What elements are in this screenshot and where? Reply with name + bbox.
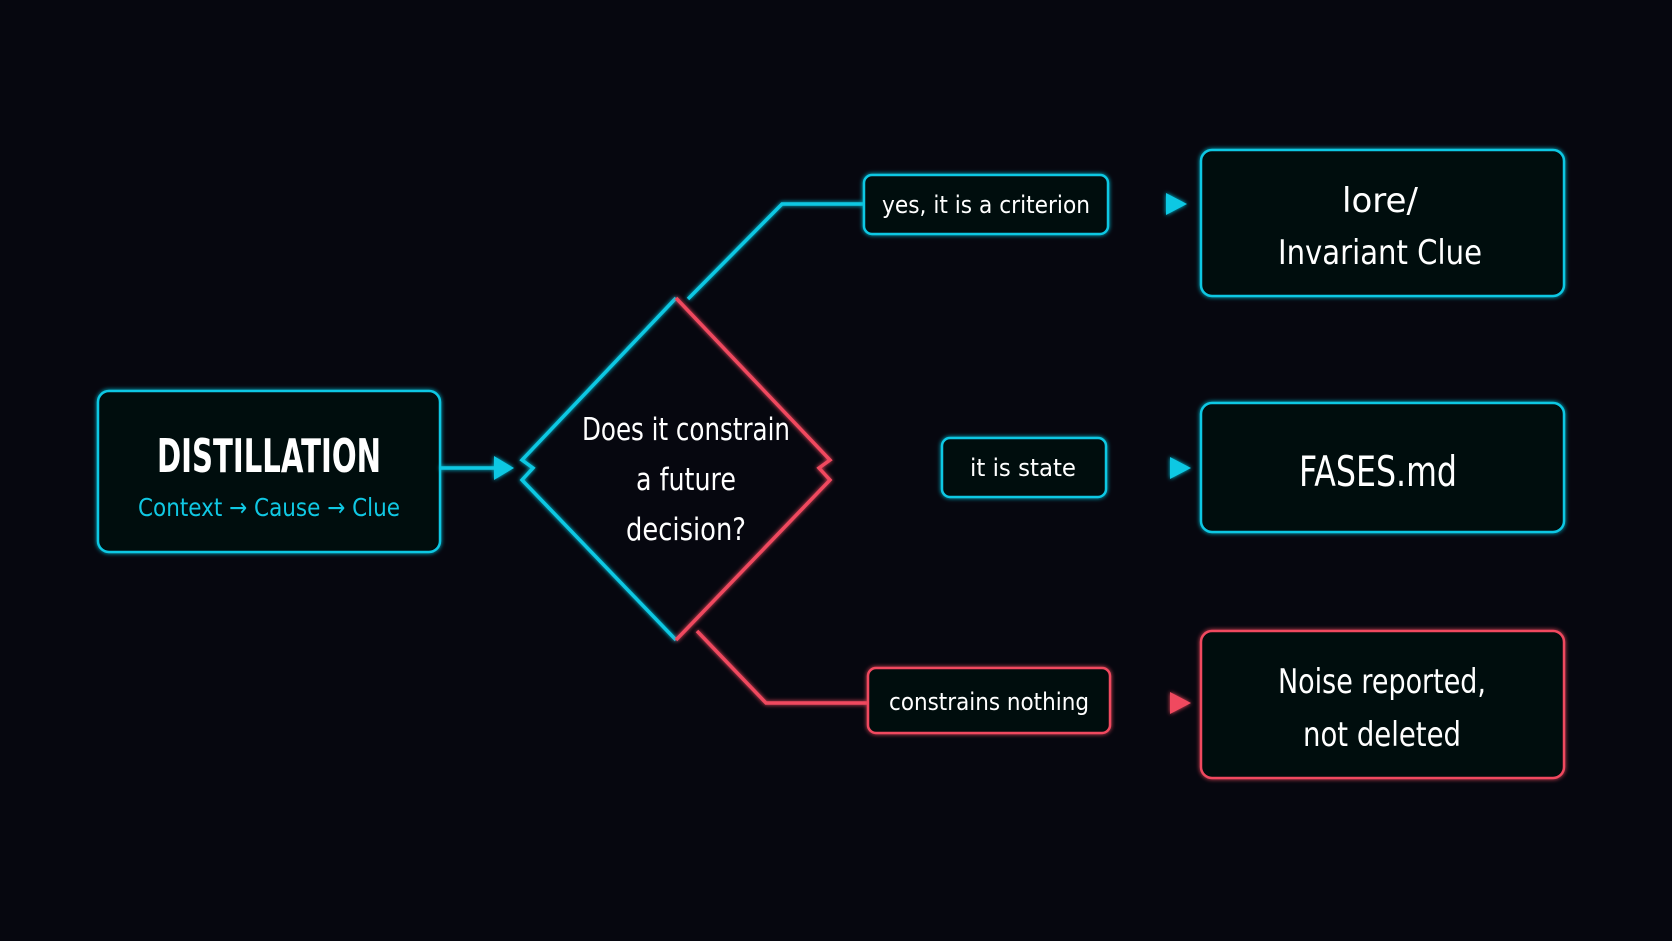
branch-bottom-arrowhead [1170, 692, 1191, 714]
result-box-noise [1199, 629, 1566, 780]
decision-diamond: Does it constrain a future decision? [519, 296, 833, 642]
branch-bottom-connector [695, 629, 868, 705]
branch-bottom-label-box [866, 666, 1112, 735]
result-lore-line-2: Invariant Clue [1278, 233, 1482, 273]
branch-top-label: yes, it is a criterion [882, 191, 1090, 219]
distillation-title: DISTILLATION [157, 429, 381, 483]
decision-diamond-left-edge [519, 296, 678, 642]
result-box-fases [1199, 401, 1566, 534]
arrow-to-decision [440, 456, 514, 480]
branch-top-connector [686, 202, 864, 301]
distillation-box: DISTILLATION Context → Cause → Clue [96, 389, 442, 554]
result-noise-line-2: not deleted [1303, 715, 1461, 755]
decision-question-line-1: Does it constrain [582, 412, 790, 448]
branch-top: yes, it is a criterion lore/ Invariant C… [686, 148, 1566, 301]
branch-middle-label: it is state [970, 454, 1076, 482]
branch-bottom: constrains nothing Noise reported, not d… [695, 629, 1566, 780]
branch-bottom-label: constrains nothing [889, 688, 1089, 716]
decision-question-line-2: a future [636, 462, 736, 498]
result-noise-line-1: Noise reported, [1278, 662, 1486, 702]
decision-diamond-right-edge [674, 296, 833, 642]
result-box-lore [1199, 148, 1566, 298]
branch-middle: it is state FASES.md [836, 401, 1566, 534]
branch-top-arrowhead [1166, 193, 1187, 215]
decision-question-line-3: decision? [626, 512, 746, 548]
result-lore-line-1: lore/ [1342, 181, 1419, 221]
branch-middle-arrowhead [1170, 457, 1191, 479]
result-fases-text: FASES.md [1299, 447, 1457, 496]
arrowhead-to-decision [494, 456, 514, 480]
distillation-subtitle: Context → Cause → Clue [138, 493, 400, 522]
distillation-box-frame [96, 389, 442, 554]
